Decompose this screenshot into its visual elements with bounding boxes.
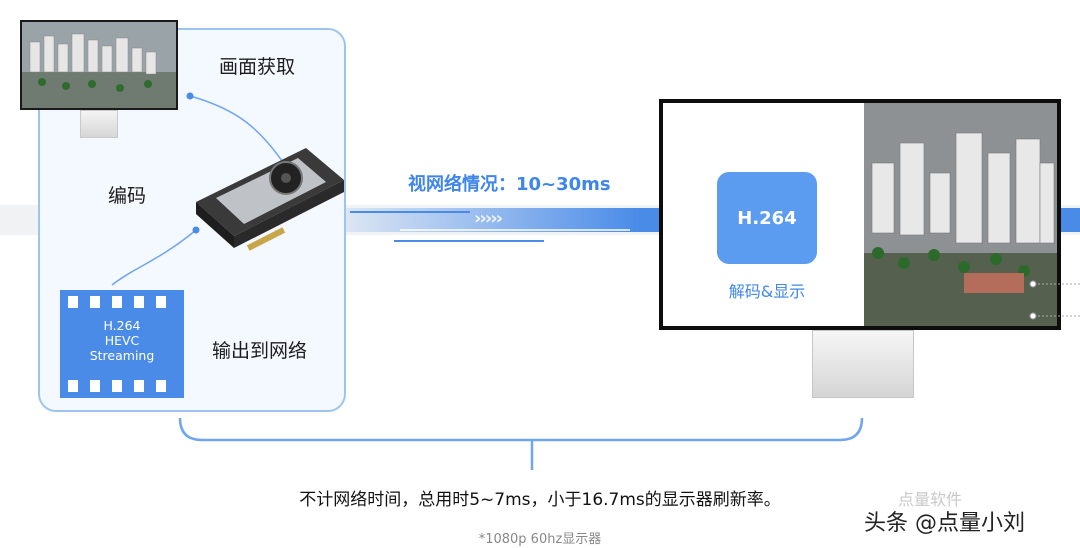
film-strip-text: H.264 HEVC Streaming (60, 318, 184, 363)
film-line-2: HEVC (104, 333, 140, 348)
summary-caption: 不计网络时间，总用时5~7ms，小于16.7ms的显示器刷新率。 (299, 490, 781, 510)
source-monitor (20, 20, 178, 110)
watermark-brand: 点量软件 (898, 490, 963, 509)
capture-label: 画面获取 (219, 56, 296, 78)
display-monitor-stand (812, 330, 914, 398)
stream-lines (350, 211, 630, 242)
film-strip-icon (60, 290, 184, 398)
gpu-icon (196, 148, 344, 251)
footnote: *1080p 60hz显示器 (478, 532, 602, 547)
film-line-1: H.264 (103, 318, 141, 333)
decode-display-label: 解码&显示 (728, 282, 806, 301)
decoder-codec-label: H.264 (737, 207, 797, 229)
edge-markers (1029, 280, 1080, 320)
watermark-author: 头条 @点量小刘 (864, 511, 1025, 536)
source-monitor-stand (80, 110, 118, 138)
city-render-image (864, 103, 1057, 326)
output-label: 输出到网络 (212, 340, 308, 362)
network-latency-label: 视网络情况：10~30ms (408, 174, 611, 195)
encode-label: 编码 (108, 185, 147, 207)
film-line-3: Streaming (89, 348, 155, 363)
decoder-codec-box: H.264 (717, 172, 817, 264)
chevron-right-icon: ››››› (474, 208, 503, 229)
city-thumbnail (22, 22, 176, 108)
